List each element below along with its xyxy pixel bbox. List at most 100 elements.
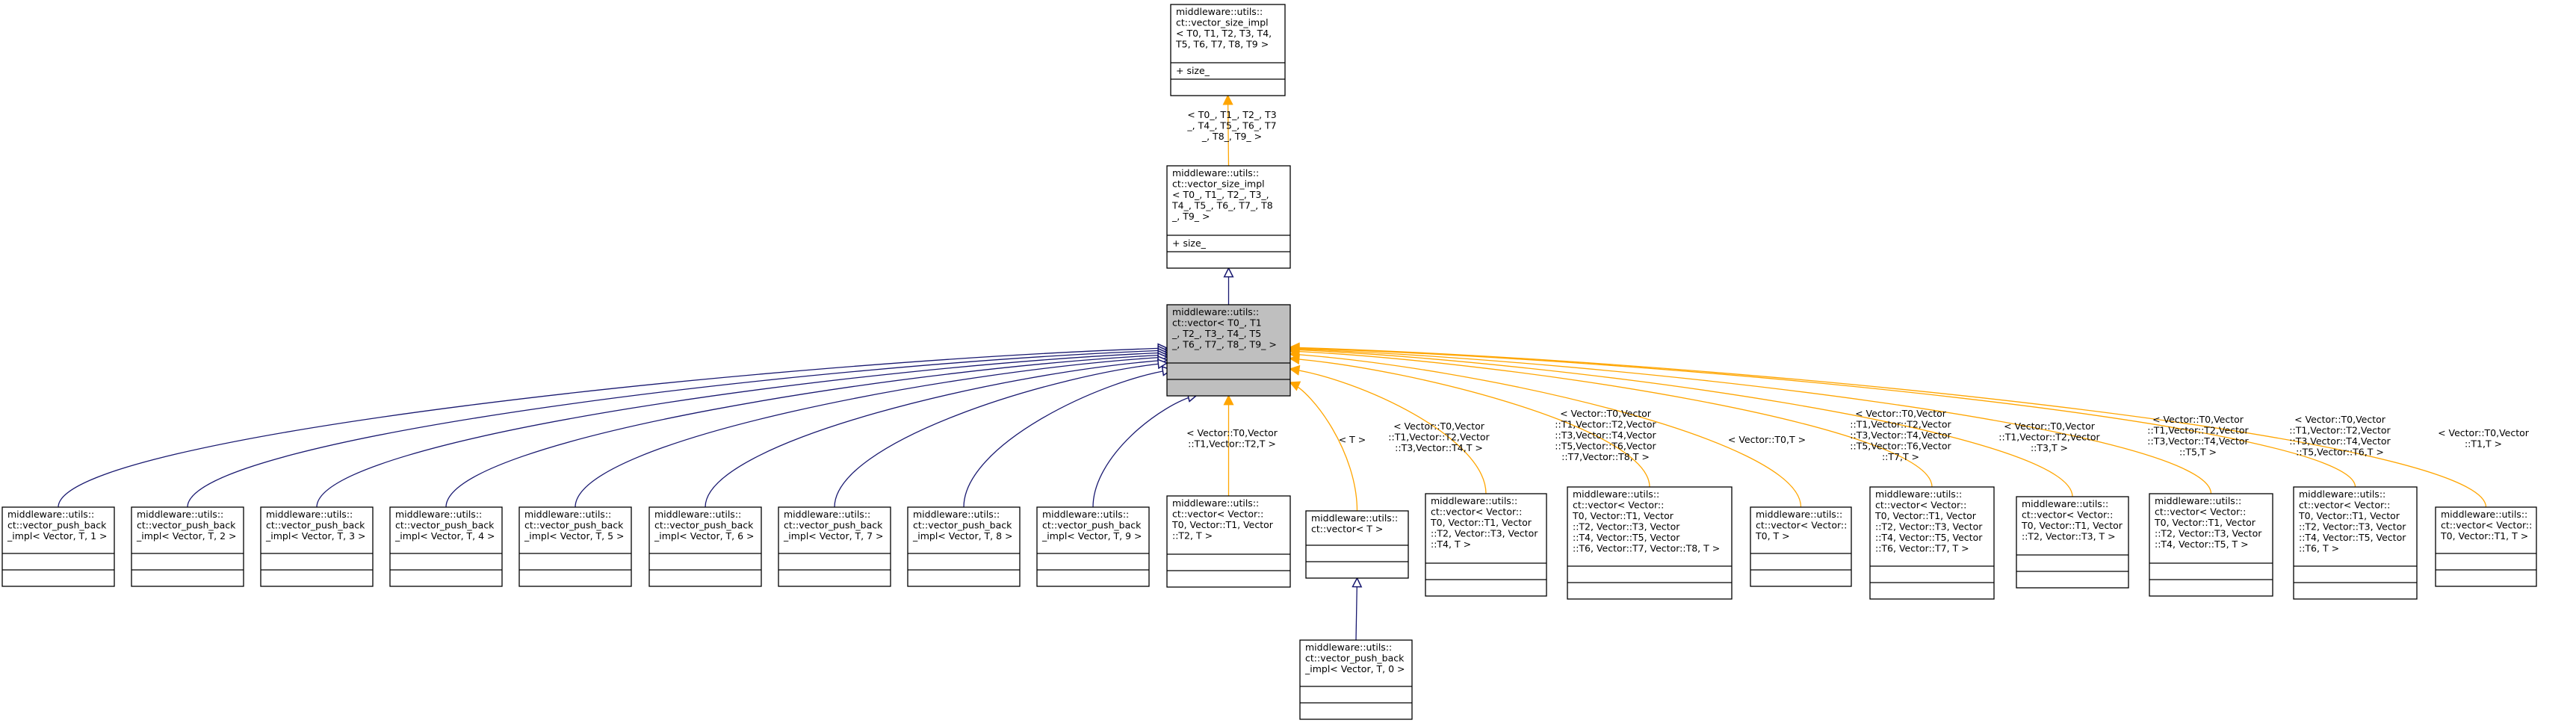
edge-label-line: < Vector::T0,T > (1728, 434, 1806, 445)
edge-label-line: ::T5,Vector::T6,T > (2296, 447, 2384, 458)
class-node-pb2[interactable]: middleware::utils::ct::vector_push_back_… (131, 506, 244, 587)
inheritance-edge-pb1 (58, 348, 1167, 508)
class-node-vec[interactable]: middleware::utils::ct::vector< T0_, T1_,… (1166, 304, 1291, 397)
class-name-line: _impl< Vector, T, 1 > (7, 530, 108, 542)
class-name-line: ct::vector< T > (1311, 524, 1383, 535)
edge-label-line: < Vector::T0,Vector (1393, 421, 1485, 432)
template-instance-edge-mid (1228, 96, 1229, 167)
inheritance-edge-pb4 (445, 355, 1167, 508)
class-name-line: ::T4, Vector::T5, T > (2155, 539, 2249, 550)
inheritance-edge-pb0 (1356, 578, 1357, 641)
class-name-line: ::T4, Vector::T5, Vector (2299, 532, 2406, 543)
class-node-top[interactable]: middleware::utils::ct::vector_size_impl<… (1170, 4, 1286, 96)
class-node-v0[interactable]: middleware::utils::ct::vector< Vector::T… (1750, 506, 1852, 587)
class-name-line: ct::vector_size_impl (1172, 179, 1265, 190)
class-node-v0to8[interactable]: middleware::utils::ct::vector< Vector::T… (1567, 486, 1733, 600)
class-name-line: _impl< Vector, T, 3 > (265, 530, 366, 542)
class-name-line: ::T6, Vector::T7, Vector::T8, T > (1573, 543, 1720, 554)
class-box (1869, 486, 1995, 600)
class-node-pb9[interactable]: middleware::utils::ct::vector_push_back_… (1036, 506, 1150, 587)
class-name-line: middleware::utils:: (7, 509, 94, 520)
class-name-line: ct::vector_push_back (395, 520, 495, 531)
edge-label-line: ::T5,T > (2179, 447, 2217, 458)
inheritance-edge-pb5 (575, 357, 1167, 508)
class-node-pb6[interactable]: middleware::utils::ct::vector_push_back_… (648, 506, 762, 587)
edge-label-line: < T > (1339, 434, 1366, 445)
edge-label-line: ::T1,Vector::T2,T > (1188, 438, 1276, 450)
class-name-line: ::T2, Vector::T3, Vector (2155, 528, 2262, 539)
class-node-v0to7[interactable]: middleware::utils::ct::vector< Vector::T… (1869, 486, 1995, 600)
class-member: + size_ (1172, 238, 1207, 249)
class-node-mid[interactable]: middleware::utils::ct::vector_size_impl<… (1166, 165, 1291, 269)
template-instance-edge-v0to5 (1290, 349, 2212, 494)
class-name-line: ::T2, Vector::T3, Vector (1875, 521, 1983, 533)
class-name-line: ct::vector_push_back (913, 520, 1012, 531)
class-name-line: ct::vector< Vector:: (1431, 506, 1522, 518)
edge-label-line: ::T3,Vector::T4,T > (1395, 442, 1483, 453)
class-box (1750, 506, 1852, 587)
edge-label-line: _, T4_, T5_, T6_, T7 (1186, 120, 1276, 131)
edge-label-line: < Vector::T0,Vector (1855, 408, 1947, 419)
class-node-v012[interactable]: middleware::utils::ct::vector< Vector::T… (1166, 495, 1291, 588)
class-name-line: T0, Vector::T1, Vector (2154, 517, 2256, 528)
class-node-pb1[interactable]: middleware::utils::ct::vector_push_back_… (1, 506, 115, 587)
template-instance-edge-v0to8 (1290, 359, 1650, 488)
class-box (1036, 506, 1150, 587)
inheritance-edge-pb8 (963, 370, 1171, 508)
class-box (1166, 165, 1291, 269)
edge-label-v012: < Vector::T0,Vector::T1,Vector::T2,T > (1186, 427, 1278, 450)
edge-label-line: ::T1,Vector::T2,Vector (1555, 419, 1656, 430)
edge-label-line: < Vector::T0,Vector (2004, 421, 2096, 432)
edge-label-line: ::T7,T > (1882, 451, 1919, 462)
class-node-v0to6[interactable]: middleware::utils::ct::vector< Vector::T… (2293, 486, 2418, 600)
class-name-line: ct::vector< Vector:: (1875, 500, 1966, 511)
class-node-v0123[interactable]: middleware::utils::ct::vector< Vector::T… (1425, 493, 1547, 597)
edge-label-line: ::T3,Vector::T4,Vector (2289, 435, 2391, 447)
class-name-line: ct::vector_push_back (784, 520, 883, 531)
class-name-line: ::T4, Vector::T5, Vector (1875, 532, 1983, 543)
class-name-line: ct::vector< Vector:: (1756, 520, 1847, 531)
class-name-line: ct::vector_push_back (1042, 520, 1142, 531)
class-name-line: _impl< Vector, T, 6 > (654, 530, 755, 542)
class-name-line: middleware::utils:: (395, 509, 482, 520)
class-name-line: middleware::utils:: (1573, 488, 1659, 500)
class-node-pb4[interactable]: middleware::utils::ct::vector_push_back_… (389, 506, 503, 587)
class-name-line: ::T6, T > (2299, 543, 2339, 554)
class-node-pb7[interactable]: middleware::utils::ct::vector_push_back_… (778, 506, 891, 587)
class-name-line: ct::vector_push_back (137, 520, 236, 531)
inheritance-edge-pb7 (834, 363, 1167, 508)
class-name-line: ct::vector_push_back (1305, 653, 1405, 664)
class-box (1425, 493, 1547, 597)
class-node-v01[interactable]: middleware::utils::ct::vector< Vector::T… (2435, 506, 2537, 587)
class-name-line: ct::vector< Vector:: (1172, 509, 1263, 520)
class-name-line: ct::vector< Vector:: (2022, 509, 2113, 521)
edges-layer (58, 96, 2487, 641)
class-box (1, 506, 115, 587)
class-node-v0to5[interactable]: middleware::utils::ct::vector< Vector::T… (2149, 493, 2273, 597)
class-node-pb0[interactable]: middleware::utils::ct::vector_push_back_… (1299, 639, 1413, 720)
class-box (1166, 304, 1291, 397)
class-name-line: ct::vector_push_back (654, 520, 754, 531)
edge-label-v0123: < Vector::T0,Vector::T1,Vector::T2,Vecto… (1388, 421, 1490, 453)
class-name-line: T0, Vector::T1, Vector (2021, 520, 2123, 531)
class-node-v0123b[interactable]: middleware::utils::ct::vector< Vector::T… (2016, 496, 2129, 589)
edge-label-line: < Vector::T0,Vector (1186, 427, 1278, 438)
class-name-line: middleware::utils:: (654, 509, 741, 520)
template-instance-edge-v0to6 (1290, 348, 2356, 488)
class-node-pb3[interactable]: middleware::utils::ct::vector_push_back_… (260, 506, 374, 587)
class-name-line: ct::vector_push_back (266, 520, 365, 531)
class-member: + size_ (1176, 65, 1210, 76)
class-name-line: ::T4, Vector::T5, Vector (1573, 532, 1680, 543)
edge-labels-layer: < T0_, T1_, T2_, T3_, T4_, T5_, T6_, T7_… (1186, 109, 2530, 462)
class-name-line: ct::vector_size_impl (1176, 17, 1269, 28)
edge-label-line: ::T7,Vector::T8,T > (1561, 451, 1650, 462)
class-node-pb5[interactable]: middleware::utils::ct::vector_push_back_… (518, 506, 632, 587)
edge-label-v0to6: < Vector::T0,Vector::T1,Vector::T2,Vecto… (2289, 414, 2391, 458)
class-node-vT[interactable]: middleware::utils::ct::vector< T > (1305, 510, 1409, 579)
class-name-line: _impl< Vector, T, 0 > (1304, 663, 1405, 674)
class-node-pb8[interactable]: middleware::utils::ct::vector_push_back_… (907, 506, 1021, 587)
class-name-line: middleware::utils:: (1172, 306, 1259, 317)
edge-label-line: ::T3,T > (2031, 442, 2068, 453)
class-box (2293, 486, 2418, 600)
